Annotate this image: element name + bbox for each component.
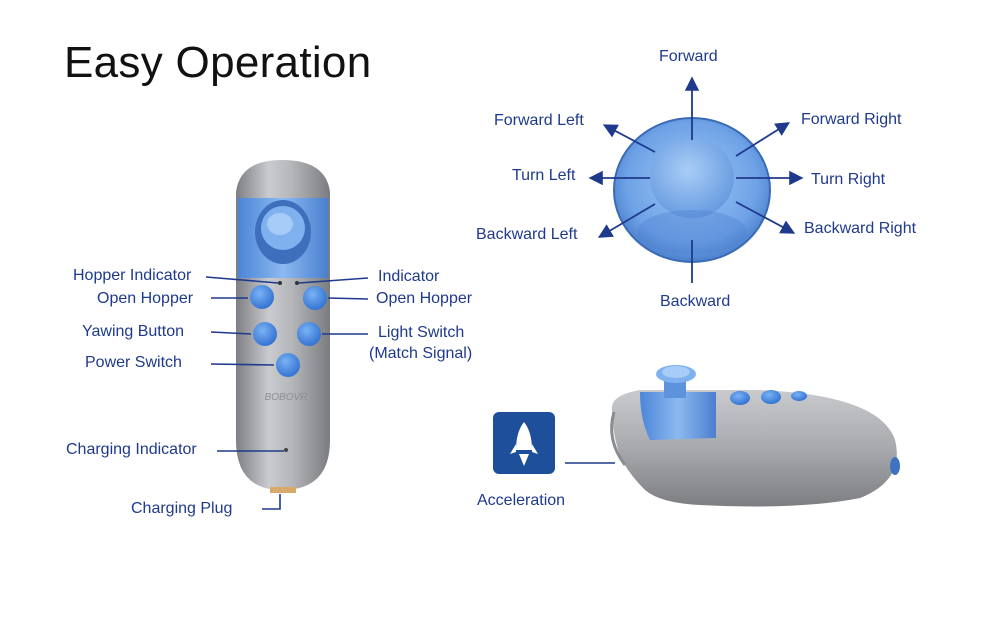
label-turn-right: Turn Right <box>811 171 886 188</box>
label-charging-plug: Charging Plug <box>131 500 233 517</box>
label-charging-indicator: Charging Indicator <box>66 441 197 458</box>
label-hopper-indicator: Hopper Indicator <box>73 267 192 284</box>
remote-front-view: BOBOVR <box>236 160 330 493</box>
label-forward-left: Forward Left <box>494 112 584 129</box>
label-power-switch: Power Switch <box>85 354 182 371</box>
page-title: Easy Operation <box>64 38 372 87</box>
label-yawing-button: Yawing Button <box>82 323 184 340</box>
power-switch-button <box>276 353 300 377</box>
label-indicator: Indicator <box>378 268 440 285</box>
rocket-icon <box>493 412 555 474</box>
label-backward-left: Backward Left <box>476 226 578 243</box>
label-turn-left: Turn Left <box>512 167 576 184</box>
label-backward: Backward <box>660 293 731 310</box>
joystick-diagram <box>613 117 771 263</box>
light-switch-button <box>297 322 321 346</box>
label-acceleration: Acceleration <box>477 492 566 509</box>
open-hopper-left-button <box>250 285 274 309</box>
remote-leader-lines <box>205 276 369 510</box>
label-backward-right: Backward Right <box>804 220 917 237</box>
open-hopper-right-button <box>303 286 327 310</box>
label-forward: Forward <box>659 48 718 65</box>
brand-mark: BOBOVR <box>265 392 308 403</box>
label-open-hopper-left: Open Hopper <box>97 290 194 307</box>
label-match-signal: (Match Signal) <box>369 345 473 362</box>
direction-arrows <box>588 76 804 283</box>
label-open-hopper-right: Open Hopper <box>376 290 473 307</box>
label-forward-right: Forward Right <box>801 111 902 128</box>
yawing-button <box>253 322 277 346</box>
label-light-switch: Light Switch <box>378 324 465 341</box>
remote-side-view <box>610 365 900 507</box>
